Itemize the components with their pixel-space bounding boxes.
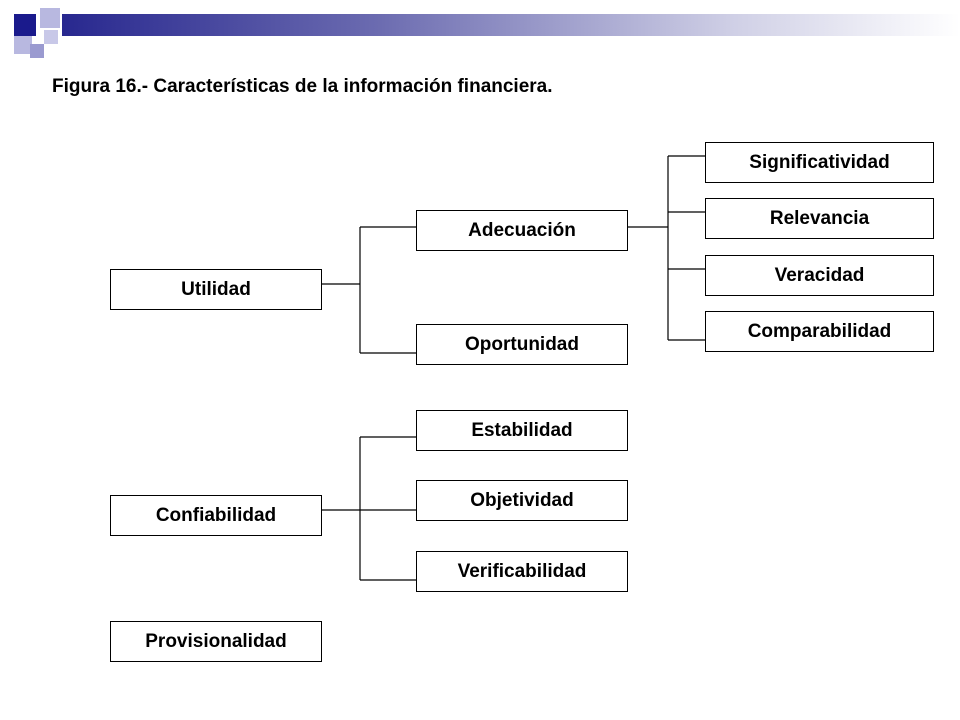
header-gradient-bar (62, 14, 960, 36)
corner-square-light (14, 36, 32, 54)
node-oportunidad: Oportunidad (416, 324, 628, 365)
node-objetividad: Objetividad (416, 480, 628, 521)
node-significatividad: Significatividad (705, 142, 934, 183)
node-verificabilidad: Verificabilidad (416, 551, 628, 592)
node-veracidad: Veracidad (705, 255, 934, 296)
node-relevancia: Relevancia (705, 198, 934, 239)
node-adecuacion: Adecuación (416, 210, 628, 251)
corner-square-mid (30, 44, 44, 58)
node-estabilidad: Estabilidad (416, 410, 628, 451)
corner-square-light (44, 30, 58, 44)
node-provisionalidad: Provisionalidad (110, 621, 322, 662)
node-confiabilidad: Confiabilidad (110, 495, 322, 536)
corner-square-dark (14, 14, 36, 36)
node-utilidad: Utilidad (110, 269, 322, 310)
node-comparabilidad: Comparabilidad (705, 311, 934, 352)
figure-title: Figura 16.- Características de la inform… (52, 76, 553, 97)
corner-square-light (40, 8, 60, 28)
